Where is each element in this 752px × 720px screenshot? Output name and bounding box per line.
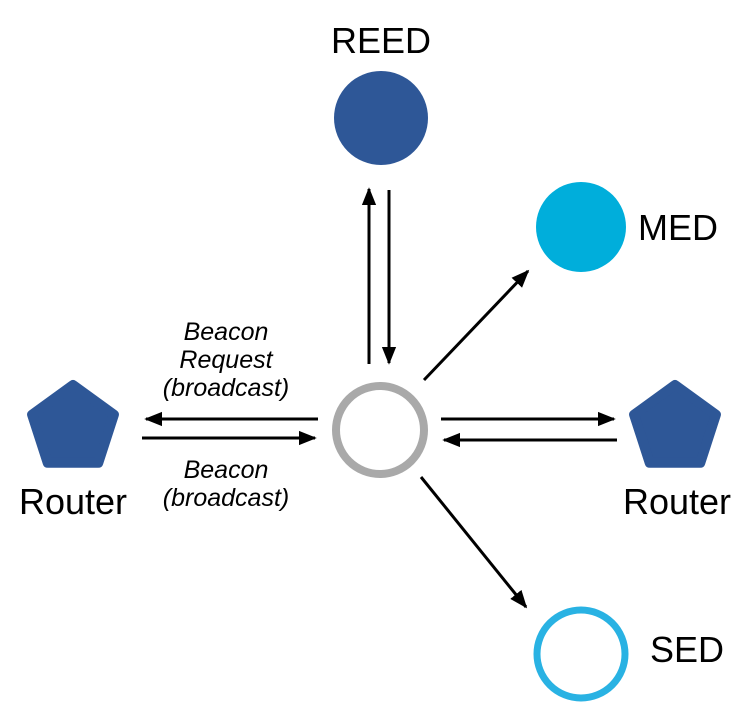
router-left-label: Router <box>18 481 128 522</box>
reed-node-circle <box>334 71 428 165</box>
beacon-line-1: Beacon <box>183 456 269 484</box>
sed-node-circle <box>533 606 629 702</box>
joining-device-node-circle <box>332 382 428 478</box>
beacon-request-line-1: Beacon <box>183 318 269 346</box>
sed-label: SED <box>650 629 725 670</box>
reed-label: REED <box>330 20 432 61</box>
arrow-center-to-med <box>422 269 530 382</box>
right-router-pentagon <box>629 380 721 468</box>
beacon-request-line-2: Request <box>179 346 273 374</box>
router-right-label: Router <box>622 481 732 522</box>
beacon-line-2: (broadcast) <box>162 484 290 512</box>
med-label: MED <box>638 207 718 248</box>
beacon-label: Beacon (broadcast) <box>163 456 289 512</box>
arrow-center-to-sed <box>419 476 528 609</box>
med-node-circle <box>536 182 626 272</box>
beacon-request-line-3: (broadcast) <box>162 374 290 402</box>
beacon-request-label: Beacon Request (broadcast) <box>163 318 289 402</box>
left-router-pentagon <box>27 380 119 468</box>
